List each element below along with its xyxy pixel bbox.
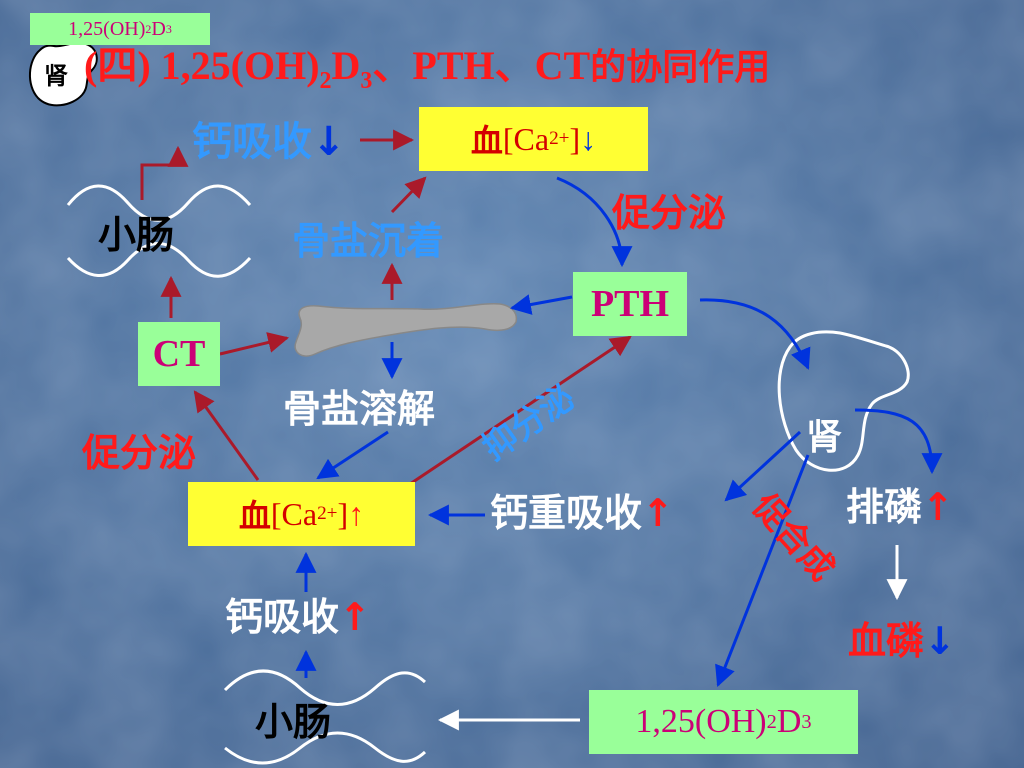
arrow-blood-high-to-ct [193, 390, 260, 481]
pth-box: PTH [573, 272, 687, 336]
intestine-top-label: 小肠 [98, 213, 175, 257]
intestine-bottom-label: 小肠 [255, 700, 332, 744]
blood-phosphate-label: 血磷↓ [848, 619, 956, 663]
slide-title: (四) 1,25(OH)2D3、PTH、CT的协同作用 [84, 43, 771, 94]
arrow-bone-dissolve-to-blood-high [316, 430, 389, 480]
ct-box: CT [138, 322, 220, 386]
kidney-label: 肾 [806, 417, 843, 458]
kidney-icon [777, 330, 910, 472]
bone-icon [294, 302, 518, 357]
arrow-kidney-to-vitd [715, 454, 810, 687]
arrow-intestine-to-ca-absorb [140, 145, 189, 200]
arrow-pth-to-kidney [699, 298, 811, 370]
arrow-blood-low-to-pth [556, 176, 633, 268]
promote-secretion-top-label: 促分泌 [612, 191, 727, 235]
bone-deposit-label: 骨盐沉着 [292, 219, 445, 263]
corner-kidney-icon [29, 41, 98, 107]
promote-synthesis-label: 促合成 [744, 486, 843, 589]
ca-absorb-top-label: 钙吸收↓ [192, 119, 346, 165]
arrow-pth-to-bone [509, 294, 573, 315]
arrow-kidney-to-ca-reabsorb [724, 430, 802, 502]
arrow-kidney-to-phosphate [854, 408, 943, 475]
bone-dissolve-label: 骨盐溶解 [283, 387, 436, 431]
arrow-ct-to-bone [219, 332, 290, 356]
ca-absorb-bottom-label: 钙吸收↑ [225, 595, 371, 639]
inhibit-secretion-label: 抑分泌 [475, 377, 581, 468]
ca-reabsorb-label: 钙重吸收↑ [490, 491, 674, 535]
arrow-blood-high-to-pth [409, 335, 632, 486]
arrow-bone-deposit-to-blood-low [390, 176, 427, 214]
phosphate-excretion-label: 排磷↑ [846, 485, 954, 529]
intestine-top-icon [66, 184, 252, 278]
promote-secretion-left-label: 促分泌 [82, 431, 197, 475]
corner-kidney-label: 肾 [44, 62, 68, 90]
intestine-bottom-icon [223, 669, 427, 765]
